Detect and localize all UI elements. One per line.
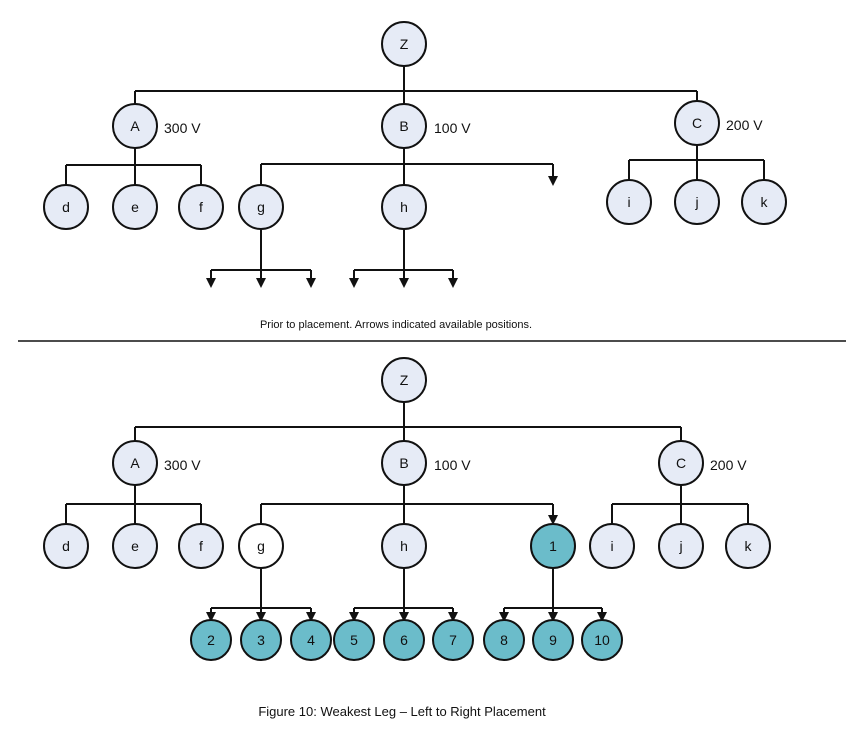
node-c: C bbox=[674, 100, 720, 146]
node-label: f bbox=[199, 538, 203, 554]
node-2: 2 bbox=[190, 619, 232, 661]
node-label: B bbox=[399, 118, 408, 134]
node-i: i bbox=[606, 179, 652, 225]
node-label: C bbox=[676, 455, 686, 471]
node-j: j bbox=[658, 523, 704, 569]
node-5: 5 bbox=[333, 619, 375, 661]
figure-caption: Figure 10: Weakest Leg – Left to Right P… bbox=[258, 704, 546, 719]
voltage-label-b: 100 V bbox=[434, 120, 471, 136]
node-label: Z bbox=[400, 372, 409, 388]
voltage-label-c: 200 V bbox=[726, 117, 763, 133]
node-label: g bbox=[257, 538, 265, 554]
node-h: h bbox=[381, 523, 427, 569]
node-3: 3 bbox=[240, 619, 282, 661]
node-label: B bbox=[399, 455, 408, 471]
node-label: i bbox=[610, 538, 613, 554]
node-e: e bbox=[112, 523, 158, 569]
node-label: 8 bbox=[500, 632, 508, 648]
voltage-label-c: 200 V bbox=[710, 457, 747, 473]
node-label: d bbox=[62, 199, 70, 215]
node-6: 6 bbox=[383, 619, 425, 661]
node-label: h bbox=[400, 538, 408, 554]
node-k: k bbox=[741, 179, 787, 225]
top-nodes: Z A 300 V B 100 V C 200 V d e f bbox=[43, 21, 787, 230]
node-label: C bbox=[692, 115, 702, 131]
node-label: 6 bbox=[400, 632, 408, 648]
node-label: j bbox=[694, 194, 698, 210]
bottom-diagram bbox=[65, 402, 749, 622]
node-7: 7 bbox=[432, 619, 474, 661]
node-label: i bbox=[627, 194, 630, 210]
node-label: 2 bbox=[207, 632, 215, 648]
node-h: h bbox=[381, 184, 427, 230]
node-c: C bbox=[658, 440, 704, 486]
node-a: A bbox=[112, 440, 158, 486]
node-a: A bbox=[112, 103, 158, 149]
node-label: 10 bbox=[594, 632, 610, 648]
node-z: Z bbox=[381, 357, 427, 403]
node-label: 3 bbox=[257, 632, 265, 648]
node-9: 9 bbox=[532, 619, 574, 661]
node-label: 4 bbox=[307, 632, 315, 648]
node-k: k bbox=[725, 523, 771, 569]
bottom-nodes: Z A 300 V B 100 V C 200 V d e f bbox=[43, 357, 771, 661]
node-1: 1 bbox=[530, 523, 576, 569]
node-label: j bbox=[678, 538, 682, 554]
voltage-label-a: 300 V bbox=[164, 457, 201, 473]
node-z: Z bbox=[381, 21, 427, 67]
node-b: B bbox=[381, 440, 427, 486]
node-j: j bbox=[674, 179, 720, 225]
node-label: 5 bbox=[350, 632, 358, 648]
node-label: h bbox=[400, 199, 408, 215]
node-label: e bbox=[131, 538, 139, 554]
node-d: d bbox=[43, 184, 89, 230]
node-label: A bbox=[130, 455, 140, 471]
node-b: B bbox=[381, 103, 427, 149]
node-d: d bbox=[43, 523, 89, 569]
node-label: A bbox=[130, 118, 140, 134]
node-i: i bbox=[589, 523, 635, 569]
node-e: e bbox=[112, 184, 158, 230]
node-label: Z bbox=[400, 36, 409, 52]
node-label: e bbox=[131, 199, 139, 215]
node-f: f bbox=[178, 523, 224, 569]
node-label: d bbox=[62, 538, 70, 554]
voltage-label-a: 300 V bbox=[164, 120, 201, 136]
node-label: k bbox=[745, 538, 753, 554]
node-g: g bbox=[238, 523, 284, 569]
top-diagram bbox=[65, 66, 765, 288]
node-label: 7 bbox=[449, 632, 457, 648]
node-8: 8 bbox=[483, 619, 525, 661]
node-label: f bbox=[199, 199, 203, 215]
node-f: f bbox=[178, 184, 224, 230]
top-caption: Prior to placement. Arrows indicated ava… bbox=[260, 319, 532, 331]
node-10: 10 bbox=[581, 619, 623, 661]
node-label: 9 bbox=[549, 632, 557, 648]
node-4: 4 bbox=[290, 619, 332, 661]
node-label: 1 bbox=[549, 538, 557, 554]
node-g: g bbox=[238, 184, 284, 230]
node-label: g bbox=[257, 199, 265, 215]
voltage-label-b: 100 V bbox=[434, 457, 471, 473]
node-label: k bbox=[761, 194, 769, 210]
